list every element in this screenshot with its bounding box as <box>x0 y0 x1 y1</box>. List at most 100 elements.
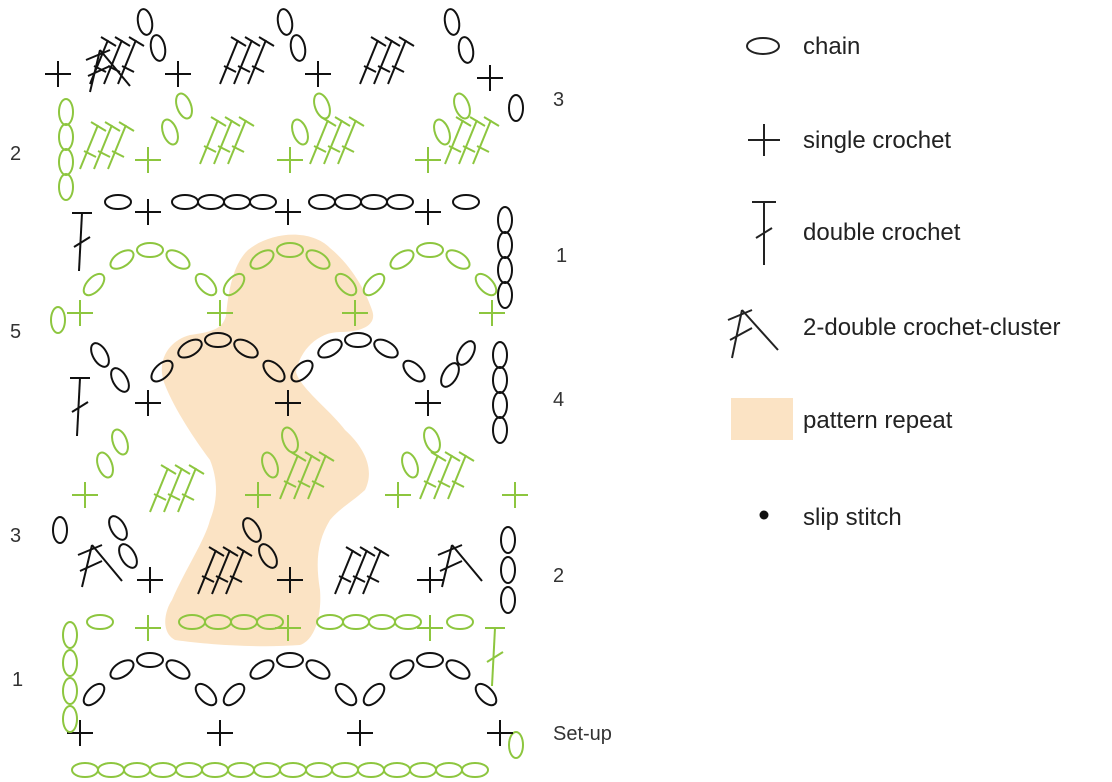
chain-stitch <box>109 249 135 270</box>
chain-stitch <box>416 652 444 668</box>
row-label-left-5: 5 <box>10 321 21 343</box>
chain-stitch <box>249 659 275 680</box>
chain-stitch <box>291 118 309 146</box>
chain-stitch <box>308 194 336 210</box>
chain-stitch <box>262 359 286 383</box>
chain-stitch <box>253 762 281 778</box>
chain-stitch <box>362 682 386 707</box>
single-crochet-stitch <box>277 147 303 173</box>
single-crochet-stitch <box>275 390 301 416</box>
chain-stitch <box>500 586 516 614</box>
chain-stitch <box>111 428 129 456</box>
row-label-left-3: 3 <box>10 525 21 547</box>
chain-stitch <box>58 173 74 201</box>
dc-cluster-stitch <box>437 544 483 588</box>
chain-stitch <box>492 366 508 394</box>
chain-stitch <box>360 194 388 210</box>
chain-stitch <box>386 194 414 210</box>
chain-stitch <box>362 272 386 297</box>
chain-stitch <box>58 148 74 176</box>
single-crochet-stitch <box>417 615 443 641</box>
single-crochet-stitch <box>165 61 191 87</box>
chain-stitch <box>423 426 441 454</box>
row-label-right-4: 4 <box>553 389 564 411</box>
chain-stitch <box>242 517 262 543</box>
chain-stitch <box>401 451 419 479</box>
chain-stitch <box>104 194 132 210</box>
chain-stitch <box>334 682 358 707</box>
single-crochet-stitch <box>342 300 368 326</box>
chain-stitch <box>461 762 489 778</box>
dc-shell-stitch <box>309 116 365 165</box>
chain-stitch <box>58 123 74 151</box>
chain-symbol-icon <box>746 37 780 55</box>
chain-stitch <box>233 338 259 359</box>
chain-stitch <box>497 256 513 284</box>
chain-stitch <box>500 556 516 584</box>
chain-stitch <box>62 621 78 649</box>
chain-stitch <box>334 272 358 297</box>
dc-shell-stitch <box>359 36 415 85</box>
dc-shell-stitch <box>219 36 275 85</box>
pattern-repeat-swatch <box>731 398 793 440</box>
chain-stitch <box>97 762 125 778</box>
legend-single-crochet-label: single crochet <box>803 127 951 154</box>
chain-stitch <box>497 206 513 234</box>
chain-stitch <box>435 762 463 778</box>
single-crochet-stitch <box>415 199 441 225</box>
chain-stitch <box>258 543 278 569</box>
double-crochet-stitch <box>72 212 92 272</box>
chain-stitch <box>171 194 199 210</box>
double-crochet-stitch <box>485 627 505 687</box>
chain-stitch <box>175 92 193 120</box>
chain-stitch <box>256 614 284 630</box>
chain-stitch <box>204 332 232 348</box>
chain-stitch <box>52 516 68 544</box>
chain-stitch <box>508 94 524 122</box>
row-label-left-1: 1 <box>12 669 23 691</box>
chain-stitch <box>96 451 114 479</box>
legend: chain single crochet double crochet 2-do… <box>727 33 1060 531</box>
chain-stitch <box>389 249 415 270</box>
chain-stitch <box>227 762 255 778</box>
dc-shell-stitch <box>199 116 255 165</box>
chain-stitch <box>409 762 437 778</box>
single-crochet-stitch <box>487 720 513 746</box>
chain-stitch <box>118 543 138 569</box>
single-crochet-stitch <box>385 482 411 508</box>
chain-stitch <box>394 614 422 630</box>
chain-stitch <box>62 705 78 733</box>
chain-stitch <box>279 762 307 778</box>
dc-shell-stitch <box>89 36 145 85</box>
chain-stitch <box>316 614 344 630</box>
chain-stitch <box>123 762 151 778</box>
chain-stitch <box>497 281 513 309</box>
single-crochet-stitch <box>347 720 373 746</box>
slip-stitch-symbol-icon <box>759 510 769 520</box>
chain-stitch <box>62 677 78 705</box>
single-crochet-stitch <box>45 61 71 87</box>
pattern-repeat-area <box>161 234 374 647</box>
dc-shell-stitch <box>334 546 390 595</box>
chain-stitch <box>71 762 99 778</box>
chain-stitch <box>492 391 508 419</box>
single-crochet-symbol-icon <box>748 124 780 156</box>
chain-stitch <box>90 342 110 368</box>
single-crochet-stitch <box>277 567 303 593</box>
row-label-right-3: 3 <box>553 89 564 111</box>
single-crochet-stitch <box>479 300 505 326</box>
single-crochet-stitch <box>67 720 93 746</box>
single-crochet-stitch <box>415 390 441 416</box>
chain-stitch <box>136 8 154 36</box>
chain-stitch <box>357 762 385 778</box>
chain-stitch <box>165 249 191 270</box>
chain-stitch <box>175 762 203 778</box>
chain-stitch <box>492 416 508 444</box>
chain-stitch <box>249 249 275 270</box>
chain-stitch <box>373 338 399 359</box>
chain-stitch <box>456 340 476 366</box>
chain-stitch <box>276 8 294 36</box>
chain-stitch <box>342 614 370 630</box>
chain-stitch <box>261 451 279 479</box>
